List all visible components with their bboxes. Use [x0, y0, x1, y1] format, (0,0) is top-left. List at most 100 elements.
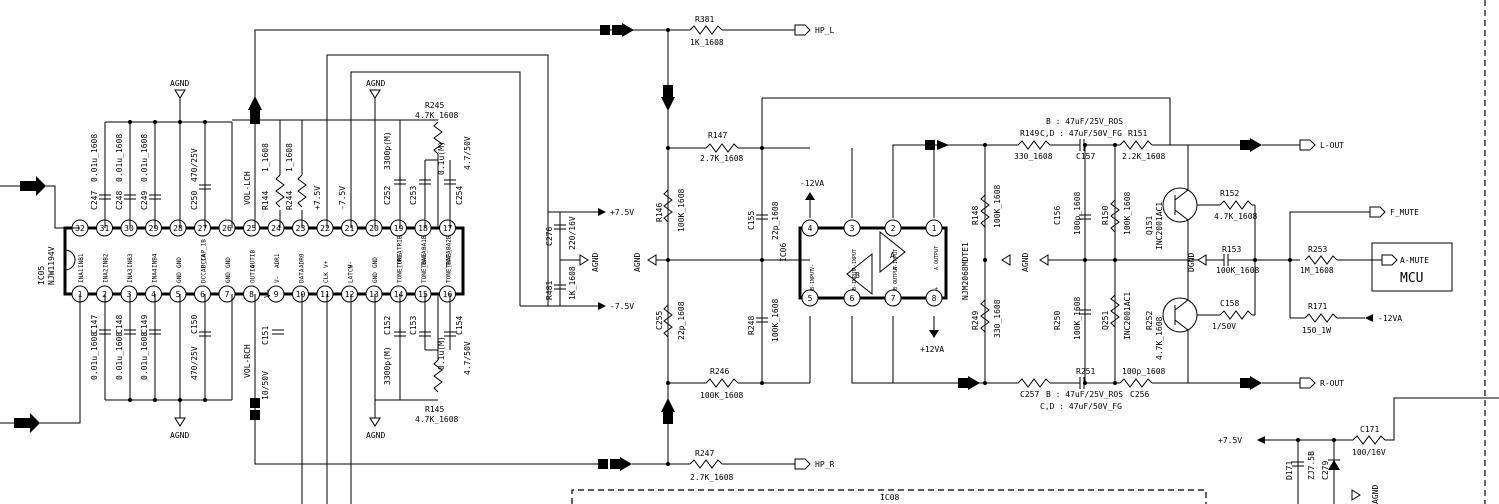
ic05-pin-sig: INA2: [103, 268, 110, 283]
c247-ref: C247: [90, 191, 99, 210]
ic05-pin-9: [267, 285, 285, 303]
c158-ref: R153: [1222, 245, 1241, 254]
d171-ref: C279: [1321, 461, 1330, 480]
ic05-pin-sig: CLK: [323, 272, 330, 283]
ic05-pin-7: [218, 285, 236, 303]
m12-label: -12VA: [800, 179, 824, 188]
c248-val: 0.01u_1608: [115, 134, 124, 182]
ic05-pin-num: 29: [149, 224, 159, 233]
r245-val: 4.7K_1608: [415, 111, 459, 120]
c157-ref: R251: [1076, 367, 1095, 376]
ic05-bottom-pins: 1INA12INA23INA34INA45GND6DCCAP_1A7GND8OU…: [71, 250, 456, 303]
ic05-pin-sig: ADR1: [274, 253, 281, 268]
q151-val: 4.7K_1608: [1155, 316, 1164, 360]
c151-ref: C151: [261, 326, 270, 345]
r144-val: 1_1608: [261, 143, 270, 172]
c276-ref: R481: [545, 281, 554, 300]
q251-val: INC2001AC1: [1155, 202, 1164, 250]
ic06-pin-sig: V-: [810, 264, 816, 270]
r146-val: 22p_1608: [677, 301, 686, 340]
ic06-pin-num: 4: [808, 224, 813, 233]
c155-val: 100K_1608: [771, 298, 780, 342]
c154-val: 4.7/50V: [463, 341, 472, 375]
ic05-pin-30: [120, 219, 138, 237]
ic05-pin-num: 27: [198, 224, 208, 233]
ic05-pin-13: [365, 285, 383, 303]
c154-ref: C154: [455, 316, 464, 335]
p75-label: +7.5V: [610, 208, 634, 217]
hp-l-port: HP_L: [815, 26, 834, 35]
ic05-pin-num: 14: [394, 290, 404, 299]
agnd-right: AGND: [1021, 253, 1030, 272]
ic05-pin-num: 24: [271, 224, 281, 233]
c250-val: 470/25V: [190, 148, 199, 182]
r147-val: 100K_1608: [700, 391, 744, 400]
r149-ref: C257: [1020, 390, 1039, 399]
ic05-pin-sig: TONE_BA2A: [446, 250, 453, 283]
ic05-pin-num: 23: [296, 224, 306, 233]
r251-ref: R151: [1128, 129, 1147, 138]
r144-ref: R144: [261, 191, 270, 210]
r171-val: 100/16V: [1352, 448, 1386, 457]
ic05-part: NJW1194V: [47, 246, 56, 285]
agnd-mid: AGND: [633, 253, 642, 272]
ic05-pin-15: [414, 285, 432, 303]
c156-ref: R250: [1053, 311, 1062, 330]
r250-ref: R150: [1101, 206, 1110, 225]
ic06-pin-sig: +: [934, 287, 940, 290]
ic05-pin-6: [194, 285, 211, 303]
pin22-label: +7.5V: [313, 186, 322, 210]
r145-val: 4.7K_1608: [415, 415, 459, 424]
agnd-c176: AGND: [591, 253, 600, 272]
vol-lch-label: VOL-LCH: [243, 171, 252, 205]
m12va-right: -12VA: [1378, 314, 1402, 323]
ic05-pin-20: [365, 219, 383, 237]
r246-ref: R146: [655, 203, 664, 222]
ic06-pin-num: 5: [808, 294, 813, 303]
c158-val: 100K_1608: [1216, 266, 1260, 275]
ic06-pin-num: 2: [891, 224, 896, 233]
ic05-pin-sig: INB3: [127, 253, 134, 268]
ic05-pin-29: [145, 219, 162, 237]
q151-ref: R252: [1145, 311, 1154, 330]
r249-val: 330_1608: [1014, 152, 1053, 161]
r244-val: 1_1608: [285, 143, 294, 172]
r253-ref: R171: [1308, 302, 1327, 311]
ic05-pin-num: 6: [200, 290, 205, 299]
ic06-pin-num: 6: [850, 294, 855, 303]
ic05-pin-num: 22: [320, 224, 330, 233]
ic06-pin-3: [843, 219, 861, 237]
ic06-part: NJM2068MDTE1: [961, 242, 970, 300]
ic06-pin-7: [884, 289, 902, 307]
c276-val: 1K_1608: [568, 266, 577, 300]
r481-ref: R381: [695, 15, 714, 24]
agnd-top-2: AGND: [366, 79, 385, 88]
r152-ref: C158: [1220, 299, 1239, 308]
c171-ref: D171: [1285, 461, 1294, 480]
ic05-pin-16: [439, 285, 456, 303]
agnd-c171: AGND: [1371, 485, 1380, 504]
ic05-pin-sig: GND: [372, 257, 379, 268]
r145-ref: R145: [425, 405, 444, 414]
c256-val: 100p_1608: [1073, 191, 1082, 235]
ic05-pin-12: [341, 285, 358, 303]
ic05-pin-num: 12: [345, 290, 355, 299]
r150-val: INC2001AC1: [1123, 292, 1132, 340]
c152-val: 3300p(M): [383, 346, 392, 385]
r153-val: 1M_1608: [1300, 266, 1334, 275]
ic05-pin-sig: INA4: [152, 268, 159, 283]
ic05-pin-sig: TONE_TRIB: [397, 235, 404, 268]
ic06-pin-num: 1: [932, 224, 937, 233]
ic05-pin-sig: INA3: [127, 268, 134, 283]
ic05-pin-num: 20: [369, 224, 379, 233]
ic05-pin-num: 9: [274, 290, 279, 299]
c253-val: 0.1u(M): [437, 141, 446, 175]
r151-ref: C256: [1130, 390, 1149, 399]
c153-val: 0.1u(M): [437, 336, 446, 370]
c255-val: 22p_1608: [771, 201, 780, 240]
ic05-notch: [64, 249, 76, 271]
r150-ref: Q251: [1101, 311, 1110, 330]
ic06-pin-1: [925, 219, 943, 237]
input-arrow-l: [20, 176, 46, 196]
